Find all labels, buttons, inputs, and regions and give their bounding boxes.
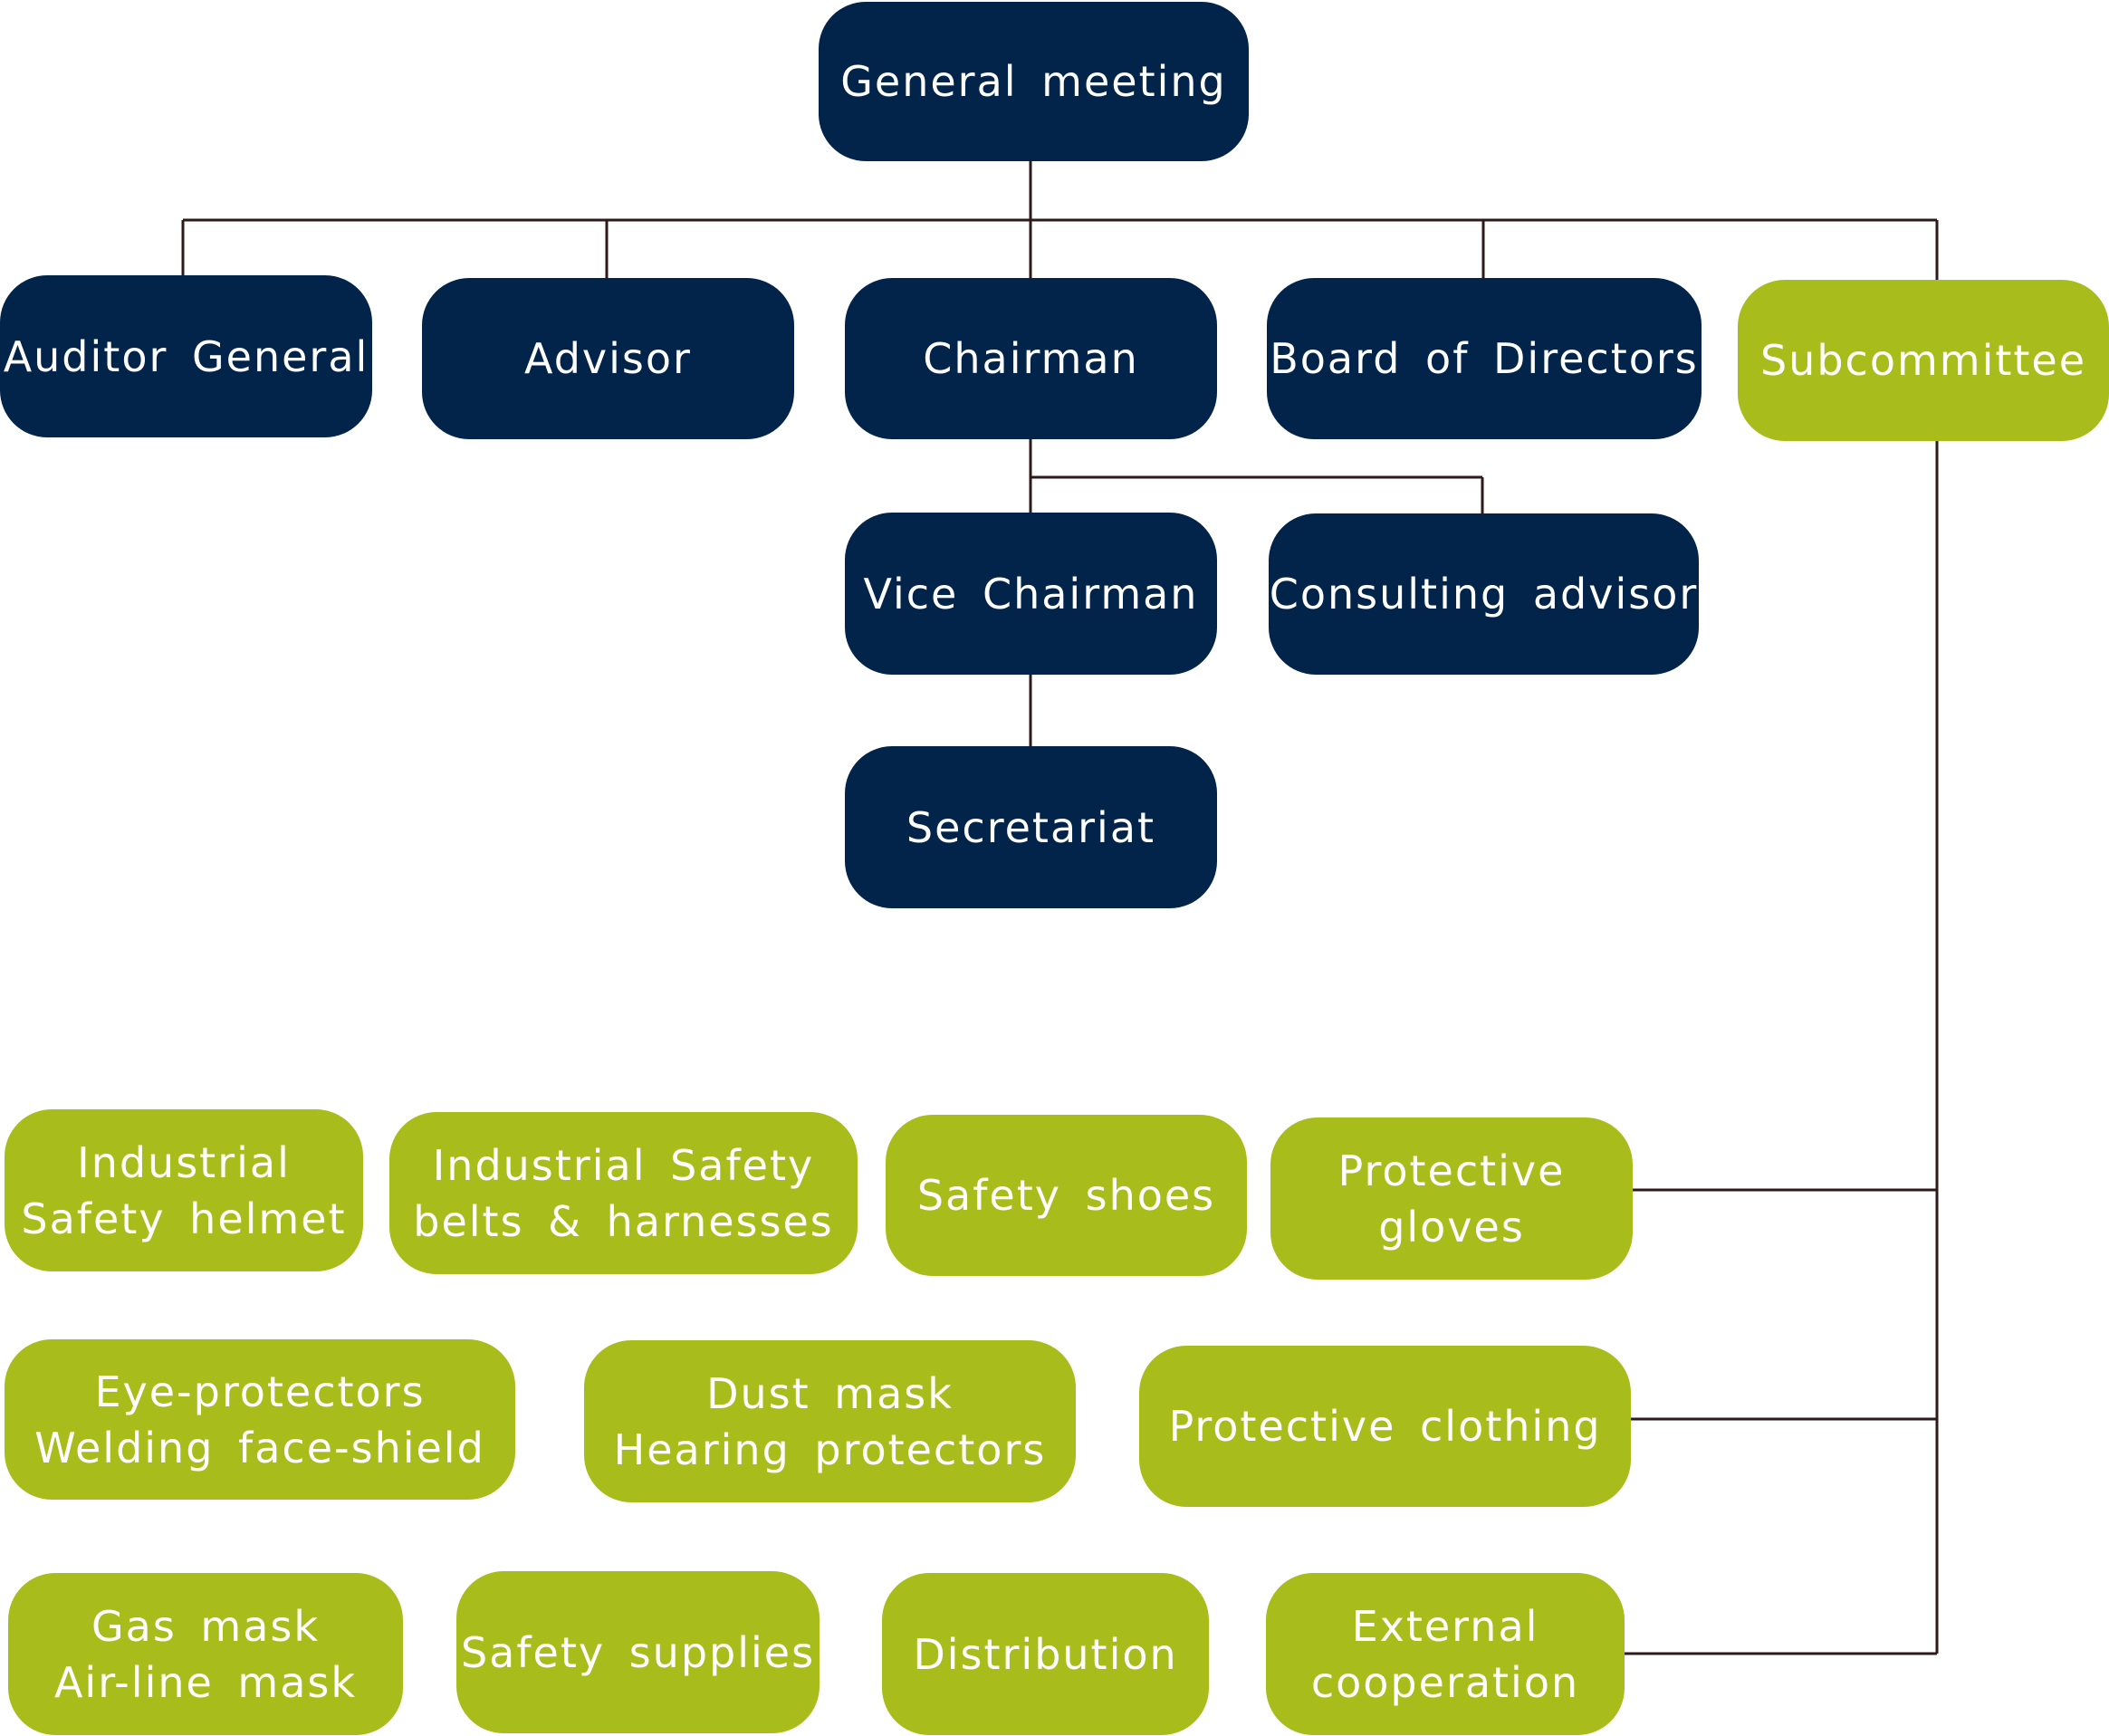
chairman-label: Chairman [923, 334, 1139, 383]
safety-helmet-label-line2: Safety helmet [21, 1194, 347, 1243]
external-cooperation-label-line1: External [1351, 1601, 1539, 1651]
secretariat-box: Secretariat [845, 746, 1217, 908]
gas-mask-label-line1: Gas mask [91, 1601, 321, 1651]
subcommittee-label: Subcommittee [1759, 336, 2087, 385]
safety-belts-label-line1: Industrial Safety [432, 1140, 815, 1190]
safety-helmet-label-line1: Industrial [77, 1137, 291, 1187]
board-of-directors-label: Board of Directors [1270, 334, 1699, 383]
dust-mask-label-line2: Hearing protectors [613, 1424, 1047, 1474]
consulting-advisor-box: Consulting advisor [1269, 513, 1699, 675]
gas-mask-box: Gas mask Air-line mask [8, 1573, 403, 1735]
consulting-advisor-label: Consulting advisor [1269, 570, 1699, 619]
general-meeting-label: General meeting [840, 57, 1227, 106]
vice-chairman-box: Vice Chairman [845, 513, 1217, 675]
eye-protectors-box: Eye-protectors Welding face-shield [5, 1339, 515, 1500]
vice-chairman-label: Vice Chairman [863, 569, 1199, 619]
external-cooperation-box: External cooperation [1266, 1573, 1625, 1735]
chairman-box: Chairman [845, 278, 1217, 439]
protective-clothing-box: Protective clothing [1139, 1346, 1631, 1507]
eye-protectors-label-line2: Welding face-shield [34, 1423, 485, 1472]
safety-shoes-box: Safety shoes [886, 1115, 1247, 1276]
external-cooperation-label-line2: cooperation [1310, 1657, 1580, 1707]
safety-belts-box: Industrial Safety belts & harnesses [389, 1112, 858, 1274]
dust-mask-box: Dust mask Hearing protectors [584, 1340, 1076, 1502]
subcommittee-box: Subcommittee [1738, 280, 2109, 441]
advisor-label: Advisor [524, 334, 692, 383]
board-of-directors-box: Board of Directors [1267, 278, 1702, 439]
distribution-box: Distribution [882, 1573, 1209, 1735]
eye-protectors-label-line1: Eye-protectors [94, 1367, 426, 1416]
protective-gloves-box: Protective gloves [1270, 1117, 1633, 1280]
safety-helmet-box: Industrial Safety helmet [5, 1109, 363, 1271]
dust-mask-label-line1: Dust mask [706, 1368, 954, 1418]
safety-belts-label-line2: belts & harnesses [413, 1196, 834, 1246]
gas-mask-label-line2: Air-line mask [53, 1657, 358, 1707]
distribution-label: Distribution [913, 1629, 1178, 1679]
auditor-general-label: Auditor General [3, 331, 369, 381]
protective-clothing-label: Protective clothing [1168, 1402, 1602, 1451]
safety-supplies-box: Safety supplies [456, 1571, 820, 1733]
safety-supplies-label: Safety supplies [460, 1627, 816, 1677]
advisor-box: Advisor [422, 278, 794, 439]
protective-gloves-label-line2: gloves [1378, 1202, 1525, 1252]
auditor-general-box: Auditor General [0, 275, 372, 437]
protective-gloves-label-line1: Protective [1337, 1146, 1566, 1195]
safety-shoes-label: Safety shoes [916, 1171, 1216, 1220]
general-meeting-box: General meeting [819, 2, 1249, 161]
secretariat-label: Secretariat [906, 802, 1156, 852]
